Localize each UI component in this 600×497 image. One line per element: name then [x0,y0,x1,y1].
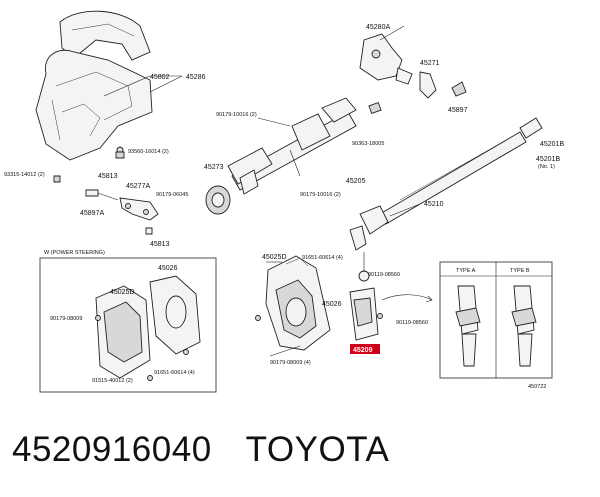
label-type-a: TYPE A [456,268,476,274]
label-45209: 45209 [353,347,373,354]
label-45280a: 45280A [366,24,390,31]
label-45897a: 45897A [80,210,104,217]
label-90179-08009-inset: 90179-08009 [50,316,82,322]
figure-number: 450722 [528,384,546,390]
label-93315: 93315-14012 (2) [4,172,45,178]
label-45897: 45897 [448,107,468,114]
label-91515: 91515-40012 (2) [92,378,133,384]
label-45210: 45210 [424,201,444,208]
label-type-b: TYPE B [510,268,530,274]
label-45813b: 45813 [150,241,170,248]
brand-name: TOYOTA [245,430,390,469]
label-93560: 93560-16014 (2) [128,149,169,155]
label-45205: 45205 [346,178,366,185]
part-number: 4520916040 [12,430,212,469]
joint-45209-drawing [349,252,433,341]
label-45273: 45273 [204,164,224,171]
label-45201b-2: 45201B [536,156,560,163]
label-45813a: 45813 [98,173,118,180]
label-91651: 91651-60614 (4) [302,255,343,261]
bracket-45280a-drawing [359,25,467,99]
intermediate-shaft-drawing [349,117,543,251]
label-90179-06045: 90179-06045 [156,192,188,198]
part-caption: 4520916040 TOYOTA [12,430,389,470]
label-90119-bot: 90119-08560 [396,320,428,326]
label-no1: (No. 1) [538,164,555,170]
power-steering-inset [39,257,217,393]
label-91651-inset: 91651-60614 (4) [154,370,195,376]
label-90179-10016-top: 90179-10016 (2) [216,112,257,118]
bracket-45277a-drawing [53,151,159,235]
label-45026-inset: 45026 [158,265,178,272]
label-45025d-inset: 45025D [110,289,135,296]
label-45277a: 45277A [126,183,150,190]
dust-cover-drawing [255,255,331,357]
label-45802: 45802 [150,74,170,81]
type-inset [439,261,553,379]
label-90119-top: 90119-08560 [368,272,400,278]
label-45286: 45286 [186,74,206,81]
label-45025d-right: 45025D [262,254,287,261]
column-cover-drawing [35,10,183,161]
label-45026-right: 45026 [322,301,342,308]
label-45271: 45271 [420,60,440,67]
steering-column-diagram: 45286 45802 93560-16014 (2) 93315-14012 … [4,10,564,393]
column-tube-drawing [205,97,382,215]
label-90179-10016-bot: 90179-10016 (2) [300,192,341,198]
label-w-power-steering: W (POWER STEERING) [44,250,105,256]
label-45201b-1: 45201B [540,141,564,148]
highlight-box-45209 [350,344,380,354]
label-90363: 90363-18005 [352,141,384,147]
label-90179-08009-right: 90179-08009 (4) [270,360,311,366]
